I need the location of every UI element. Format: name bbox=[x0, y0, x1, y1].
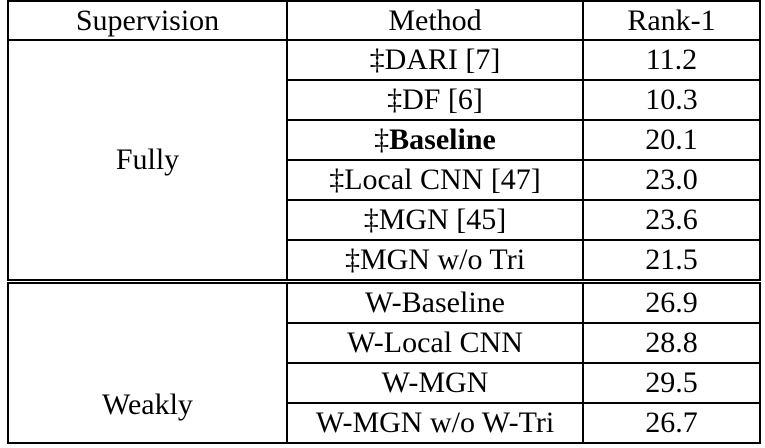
table-row: W-MGN w/o W-Tri 26.7 bbox=[8, 402, 761, 444]
header-row: Supervision Method Rank-1 bbox=[7, 0, 761, 41]
method-cell: W-Local CNN bbox=[286, 322, 584, 364]
rank1-cell: 21.5 bbox=[582, 239, 761, 283]
header-rank1: Rank-1 bbox=[582, 0, 761, 41]
table-row: ‡MGN w/o Tri 21.5 bbox=[8, 239, 761, 283]
method-name-bold: Baseline bbox=[389, 123, 496, 156]
group-label-fully: Fully bbox=[7, 39, 288, 283]
method-cell: ‡Baseline bbox=[286, 119, 584, 161]
table-row: ‡Local CNN [47] 23.0 bbox=[8, 159, 761, 201]
method-cell: ‡DARI [7] bbox=[286, 39, 584, 81]
header-supervision: Supervision bbox=[7, 0, 288, 41]
rank1-cell: 20.1 bbox=[582, 119, 761, 161]
results-table: Supervision Method Rank-1 Fully ‡DARI [7… bbox=[7, 0, 761, 444]
method-cell: W-MGN bbox=[286, 362, 584, 404]
method-cell: ‡DF [6] bbox=[286, 79, 584, 121]
table-row: ‡DF [6] 10.3 bbox=[8, 79, 761, 121]
rank1-cell: 11.2 bbox=[582, 39, 761, 81]
rank1-cell: 23.0 bbox=[582, 159, 761, 201]
method-cell: ‡Local CNN [47] bbox=[286, 159, 584, 201]
rank1-cell: 29.5 bbox=[582, 362, 761, 404]
rank1-cell: 23.6 bbox=[582, 199, 761, 241]
rank1-cell: 26.7 bbox=[582, 402, 761, 444]
method-prefix: ‡ bbox=[374, 123, 390, 156]
rank1-cell: 26.9 bbox=[582, 279, 761, 324]
rank1-cell: 28.8 bbox=[582, 322, 761, 364]
table-row: Fully ‡DARI [7] 11.2 bbox=[7, 39, 761, 283]
method-cell: ‡MGN w/o Tri bbox=[286, 239, 584, 283]
table-row: Weakly W-Baseline 26.9 bbox=[7, 279, 761, 444]
group-label-weakly: Weakly bbox=[7, 279, 288, 444]
rank1-cell: 10.3 bbox=[582, 79, 761, 121]
table-row: ‡MGN [45] 23.6 bbox=[8, 199, 761, 241]
method-cell: W-Baseline bbox=[286, 279, 584, 324]
table-row: ‡Baseline 20.1 bbox=[8, 119, 761, 161]
table-row: W-Local CNN 28.8 bbox=[8, 322, 761, 364]
header-method: Method bbox=[286, 0, 584, 41]
method-cell: ‡MGN [45] bbox=[286, 199, 584, 241]
table-row: W-MGN 29.5 bbox=[8, 362, 761, 404]
method-cell: W-MGN w/o W-Tri bbox=[286, 402, 584, 444]
